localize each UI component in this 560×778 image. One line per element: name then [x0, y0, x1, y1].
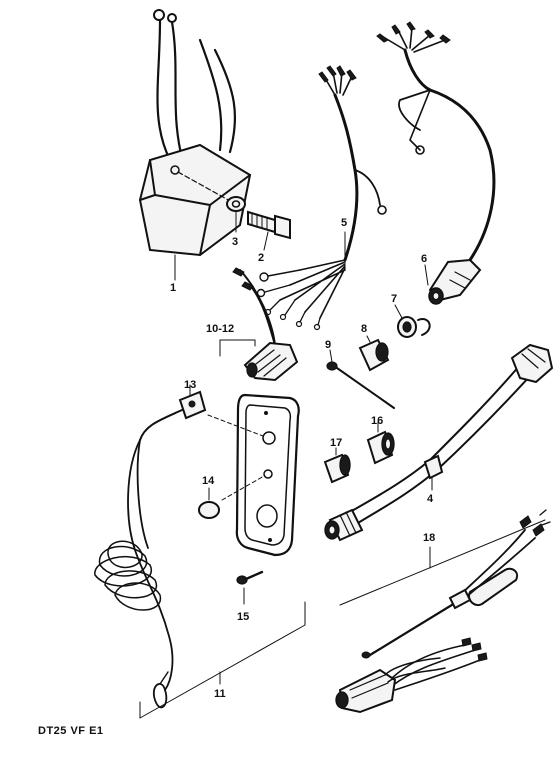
- part-6-main-switch: [376, 21, 496, 305]
- part-2-bolt: [247, 210, 291, 251]
- callout-13: 13: [184, 379, 196, 391]
- callout-15: 15: [237, 611, 249, 623]
- callout-18: 18: [423, 532, 435, 544]
- part-14-plug: [198, 487, 220, 519]
- callout-10-12: 10-12: [206, 323, 234, 335]
- part-10-12-stop-switch: [219, 267, 299, 382]
- part-1-control-box: [138, 9, 252, 281]
- part-8-cap: [358, 335, 390, 372]
- callout-2: 2: [258, 252, 264, 264]
- callout-9: 9: [325, 339, 331, 351]
- callout-16: 16: [371, 415, 383, 427]
- part-15-screw: [236, 570, 264, 605]
- part-3-washer: [226, 196, 246, 233]
- part-18-tilt-switch: [335, 509, 551, 714]
- callout-8: 8: [361, 323, 367, 335]
- callout-5: 5: [341, 217, 347, 229]
- callout-14: 14: [202, 475, 215, 487]
- diagram-caption: DT25 VF E1: [38, 725, 104, 737]
- callout-7: 7: [391, 293, 397, 305]
- callout-1: 1: [170, 282, 176, 294]
- callout-11: 11: [214, 688, 226, 700]
- part-13-lanyard: [94, 384, 207, 709]
- switch-plate: [207, 393, 300, 557]
- part-5-harness: [256, 65, 387, 331]
- part-7-nut: [394, 304, 431, 338]
- callout-6: 6: [421, 253, 427, 265]
- part-11-bracket: [139, 601, 306, 719]
- callout-17: 17: [330, 437, 342, 449]
- part-4-cable: [324, 343, 554, 542]
- callout-4: 4: [427, 493, 434, 505]
- part-9-pin: [326, 349, 395, 409]
- part-17-grommet: [323, 447, 351, 484]
- part-16-grommet: [366, 421, 395, 465]
- callout-3: 3: [232, 236, 238, 248]
